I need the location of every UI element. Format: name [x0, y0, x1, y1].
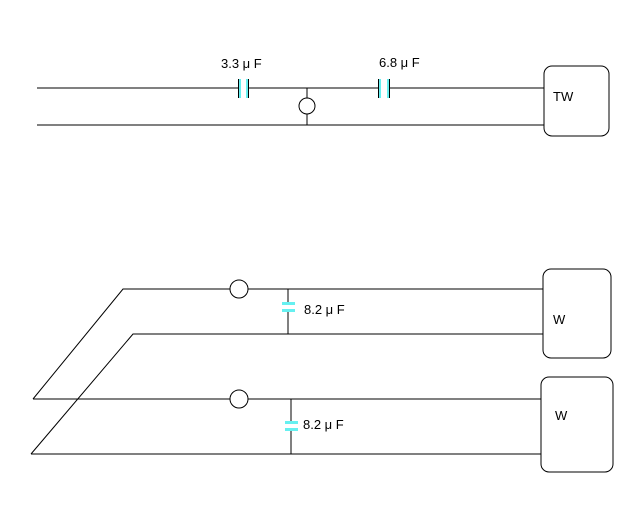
lamp-symbol: [229, 279, 249, 299]
woofer-1-bottom-wire: [30, 333, 543, 455]
capacitor-2-label: 6.8 μ F: [379, 55, 420, 70]
capacitor-symbol: [378, 79, 390, 98]
lamp-symbol: [229, 389, 249, 409]
woofer-1-speaker-box: [542, 268, 612, 359]
woofer-circuit-2: 8.2 μ F W: [31, 376, 614, 473]
woofer-2-speaker-label: W: [555, 408, 568, 423]
lamp-symbol: [298, 97, 316, 115]
tweeter-speaker-label: TW: [553, 89, 574, 104]
woofer-circuit-1: 8.2 μ F W: [30, 268, 612, 455]
capacitor-symbol: [282, 302, 295, 312]
woofer-1-capacitor-label: 8.2 μ F: [304, 302, 345, 317]
woofer-2-speaker-box: [540, 376, 614, 473]
tweeter-speaker-box: [543, 65, 610, 137]
capacitor-symbol: [285, 421, 298, 431]
woofer-2-capacitor-label: 8.2 μ F: [303, 417, 344, 432]
capacitor-symbol: [238, 79, 249, 98]
woofer-1-speaker-label: W: [553, 312, 566, 327]
tweeter-circuit: 3.3 μ F 6.8 μ F TW: [37, 55, 610, 137]
woofer-1-top-wire: [32, 288, 230, 400]
capacitor-1-label: 3.3 μ F: [221, 56, 262, 71]
